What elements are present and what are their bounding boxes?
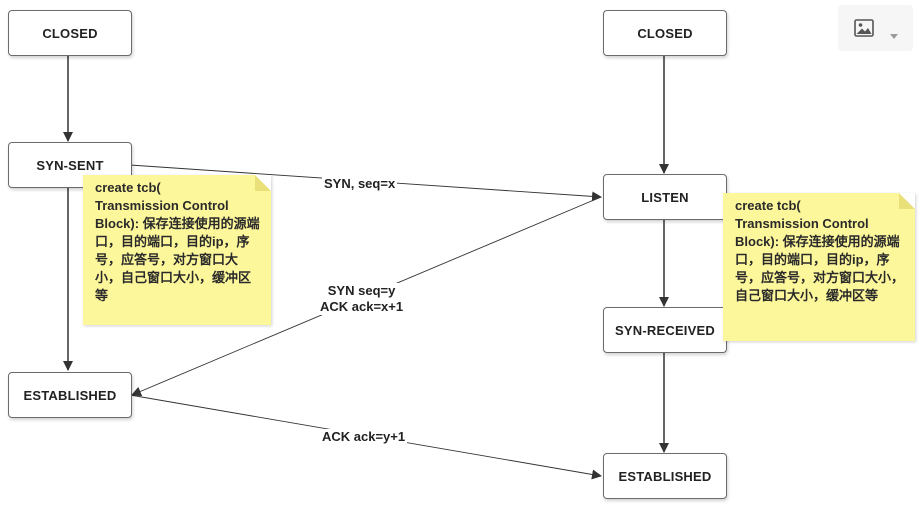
client-established-state[interactable]: ESTABLISHED bbox=[8, 372, 132, 418]
image-icon bbox=[853, 19, 874, 37]
server-tcb-note[interactable]: create tcb( Transmission Control Block):… bbox=[723, 193, 915, 341]
ack-message-label: ACK ack=y+1 bbox=[320, 429, 408, 445]
syn-ack-line2: ACK ack=x+1 bbox=[320, 299, 404, 314]
ack-message-text: ACK ack=y+1 bbox=[322, 429, 406, 444]
server-syn-received-state[interactable]: SYN-RECEIVED bbox=[603, 307, 727, 353]
server-syn-received-label: SYN-RECEIVED bbox=[615, 322, 715, 338]
syn-ack-line1: SYN seq=y bbox=[327, 283, 396, 298]
syn-message-text: SYN, seq=x bbox=[324, 176, 396, 191]
client-note-line3: Block): 保存连接使用的源端口，目的端口，目的ip，序号，应答号，对方窗口… bbox=[95, 216, 260, 303]
server-closed-state[interactable]: CLOSED bbox=[603, 10, 727, 56]
syn-message-label: SYN, seq=x bbox=[322, 176, 398, 192]
client-closed-label: CLOSED bbox=[42, 25, 98, 41]
client-note-line1: create tcb( bbox=[95, 180, 161, 195]
server-note-line1: create tcb( bbox=[735, 198, 801, 213]
client-tcb-note[interactable]: create tcb( Transmission Control Block):… bbox=[83, 175, 271, 325]
client-established-label: ESTABLISHED bbox=[23, 387, 117, 403]
client-syn-sent-label: SYN-SENT bbox=[36, 157, 104, 173]
syn-ack-message-label: SYN seq=y ACK ack=x+1 bbox=[318, 283, 406, 315]
client-syn-sent-state[interactable]: SYN-SENT bbox=[8, 142, 132, 188]
server-established-label: ESTABLISHED bbox=[618, 468, 712, 484]
insert-image-button[interactable] bbox=[838, 5, 913, 51]
server-listen-label: LISTEN bbox=[641, 189, 689, 205]
server-listen-state[interactable]: LISTEN bbox=[603, 174, 727, 220]
client-note-line2: Transmission Control bbox=[95, 198, 229, 213]
caret-down-icon[interactable] bbox=[889, 26, 898, 39]
server-established-state[interactable]: ESTABLISHED bbox=[603, 453, 727, 499]
server-note-line3: Block): 保存连接使用的源端口，目的端口，目的ip，序号，应答号，对方窗口… bbox=[735, 234, 905, 303]
client-closed-state[interactable]: CLOSED bbox=[8, 10, 132, 56]
server-note-line2: Transmission Control bbox=[735, 216, 869, 231]
server-closed-label: CLOSED bbox=[637, 25, 693, 41]
